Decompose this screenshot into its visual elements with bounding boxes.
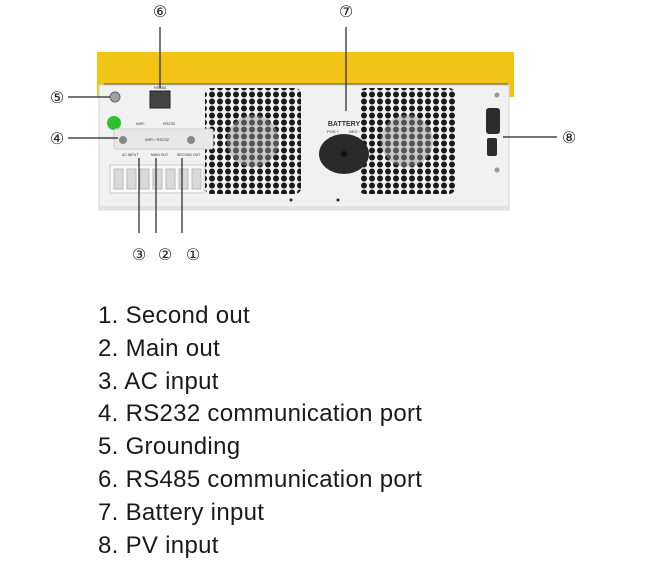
- legend-item: 7. Battery input: [98, 498, 265, 526]
- neg-label: NEG −: [349, 129, 362, 134]
- callout-3: ③: [132, 245, 146, 264]
- callout-4: ④: [50, 129, 64, 148]
- rs232-label: RS232: [163, 121, 176, 126]
- legend-item: 8. PV input: [98, 531, 219, 559]
- wifi-label: WIFI: [136, 121, 144, 126]
- pos-label: POS +: [327, 129, 340, 134]
- component-legend: 1. Second out 2. Main out 3. AC input 4.…: [98, 300, 422, 562]
- fan-grille-left: [205, 88, 301, 194]
- callout-8: ⑧: [562, 128, 576, 147]
- wifi-rs232-label: WIFI / RS232: [145, 137, 170, 142]
- callout-1: ①: [186, 245, 200, 264]
- legend-item: 1. Second out: [98, 302, 251, 329]
- terminal-block: [109, 164, 205, 194]
- rs485-port: [149, 90, 171, 109]
- fan-grille-right: [359, 88, 455, 194]
- battery-label: BATTERY: [328, 121, 361, 128]
- grounding-screw: [109, 91, 121, 103]
- legend-item: 4. RS232 communication port: [98, 400, 423, 428]
- callout-6: ⑥: [153, 2, 167, 21]
- legend-item: 2. Main out: [98, 334, 221, 362]
- callout-2: ②: [158, 245, 172, 264]
- legend-item: 3. AC input: [98, 367, 219, 395]
- callout-5: ⑤: [50, 88, 64, 107]
- main-out-label: MAIN OUT: [151, 153, 169, 157]
- legend-item: 5. Grounding: [98, 433, 241, 461]
- pv-input-connectors: [486, 92, 500, 173]
- callout-7: ⑦: [339, 2, 353, 21]
- second-out-label: SECOND OUT: [177, 153, 201, 157]
- rs232-port-cover: [113, 128, 214, 150]
- legend-item: 6. RS485 communication port: [98, 465, 423, 493]
- status-indicator: [107, 116, 121, 130]
- ac-input-label: AC INPUT: [122, 153, 139, 157]
- inverter-diagram: BATTERY POS + NEG − RS485 WIFI RS232 WIF…: [50, 2, 576, 264]
